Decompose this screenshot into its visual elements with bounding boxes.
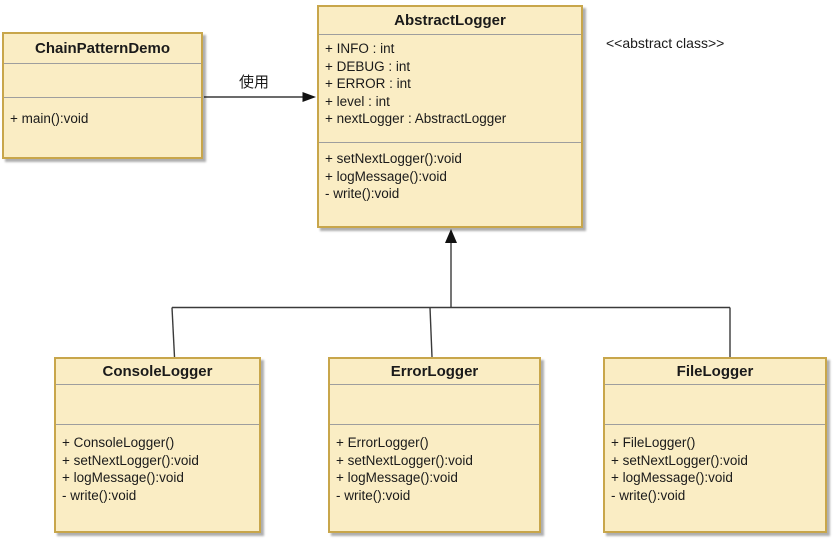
class-methods-section: + setNextLogger():void + logMessage():vo… <box>319 142 581 226</box>
method-item: + setNextLogger():void <box>611 452 748 468</box>
class-attributes-section <box>605 384 825 424</box>
method-item: + setNextLogger():void <box>325 151 462 166</box>
class-title: ErrorLogger <box>390 363 479 380</box>
method-item: - write():void <box>325 186 400 201</box>
class-methods-section: + ErrorLogger() + setNextLogger():void +… <box>330 424 539 531</box>
errorlogger-branch-line <box>429 307 433 358</box>
class-title: AbstractLogger <box>394 12 506 29</box>
class-box-filelogger: FileLogger + FileLogger() + setNextLogge… <box>603 357 827 533</box>
method-item: - write():void <box>336 487 411 503</box>
class-methods-section: + ConsoleLogger() + setNextLogger():void… <box>56 424 259 531</box>
attribute-item: + level : int <box>325 93 390 109</box>
class-attributes-section: + INFO : int + DEBUG : int + ERROR : int… <box>319 34 581 142</box>
method-item: + logMessage():void <box>325 168 447 184</box>
class-box-consolelogger: ConsoleLogger + ConsoleLogger() + setNex… <box>54 357 261 533</box>
method-item: + main():void <box>10 111 89 126</box>
uses-edge-label: 使用 <box>239 71 270 92</box>
attribute-item: + INFO : int <box>325 41 395 56</box>
method-item: + setNextLogger():void <box>336 452 473 468</box>
method-item: - write():void <box>611 487 686 503</box>
uses-arrowhead-icon <box>302 92 316 102</box>
class-attributes-section <box>56 384 259 424</box>
class-attributes-section <box>330 384 539 424</box>
method-item: + setNextLogger():void <box>62 452 199 468</box>
class-box-chainpatterndemo: ChainPatternDemo + main():void <box>2 32 203 159</box>
attribute-item: + DEBUG : int <box>325 58 411 74</box>
abstract-class-stereotype-label: <<abstract class>> <box>606 35 725 51</box>
method-item: + logMessage():void <box>336 470 458 485</box>
attribute-item: + ERROR : int <box>325 76 411 91</box>
attribute-item: + nextLogger : AbstractLogger <box>325 111 507 126</box>
class-methods-section: + main():void <box>4 97 201 157</box>
method-item: + logMessage():void <box>62 470 184 485</box>
method-item: - write():void <box>62 487 137 503</box>
class-title: ConsoleLogger <box>102 363 213 380</box>
class-title: ChainPatternDemo <box>34 40 171 57</box>
method-item: + logMessage():void <box>611 470 733 485</box>
uses-association-arrow <box>204 92 316 102</box>
generalization-connector <box>171 229 731 358</box>
class-box-errorlogger: ErrorLogger + ErrorLogger() + setNextLog… <box>328 357 541 533</box>
method-item: + ConsoleLogger() <box>62 435 175 450</box>
consolelogger-branch-line <box>171 307 176 358</box>
method-item: + FileLogger() <box>611 435 696 450</box>
class-methods-section: + FileLogger() + setNextLogger():void + … <box>605 424 825 531</box>
generalization-arrowhead-icon <box>445 229 457 243</box>
class-title: FileLogger <box>676 363 754 380</box>
method-item: + ErrorLogger() <box>336 435 429 450</box>
class-attributes-section <box>4 63 201 97</box>
class-box-abstractlogger: AbstractLogger + INFO : int + DEBUG : in… <box>317 5 583 228</box>
